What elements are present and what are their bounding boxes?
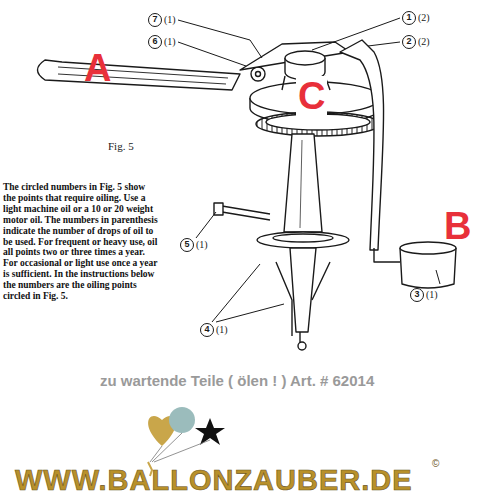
drop-count: (1) xyxy=(216,323,228,337)
callout-number: 3 xyxy=(410,288,424,302)
callout-number: 1 xyxy=(402,11,416,25)
column xyxy=(284,134,322,232)
callout-number: 4 xyxy=(200,323,214,337)
drop-count: (1) xyxy=(164,13,176,27)
callout-number: 2 xyxy=(402,35,416,49)
leader-line xyxy=(178,18,440,322)
figure-label: Fig. 5 xyxy=(108,140,134,152)
oil-cap xyxy=(285,51,325,65)
spindle xyxy=(290,248,316,332)
part-caption: zu wartende Teile ( ölen ! ) Art. # 6201… xyxy=(100,372,374,389)
website-logo: WWW.BALLONZAUBER.DE xyxy=(15,464,413,497)
drop-count: (1) xyxy=(196,238,208,252)
callout-number: 5 xyxy=(180,238,194,252)
drop-count: (1) xyxy=(426,288,438,302)
drop-count: (1) xyxy=(164,35,176,49)
callout-number: 6 xyxy=(148,35,162,49)
pivot xyxy=(251,67,265,81)
handle xyxy=(38,60,241,90)
dish xyxy=(257,232,349,248)
arm xyxy=(340,40,384,250)
part-letter: C xyxy=(296,76,327,116)
drop-count: (2) xyxy=(418,11,430,25)
callout-number: 7 xyxy=(148,13,162,27)
oiling-note: The circled numbers in Fig. 5 show the p… xyxy=(3,182,159,302)
copyright-sign: © xyxy=(432,458,439,469)
drop-count: (2) xyxy=(418,35,430,49)
part-letter: B xyxy=(444,206,471,246)
part-letter: A xyxy=(84,48,111,88)
